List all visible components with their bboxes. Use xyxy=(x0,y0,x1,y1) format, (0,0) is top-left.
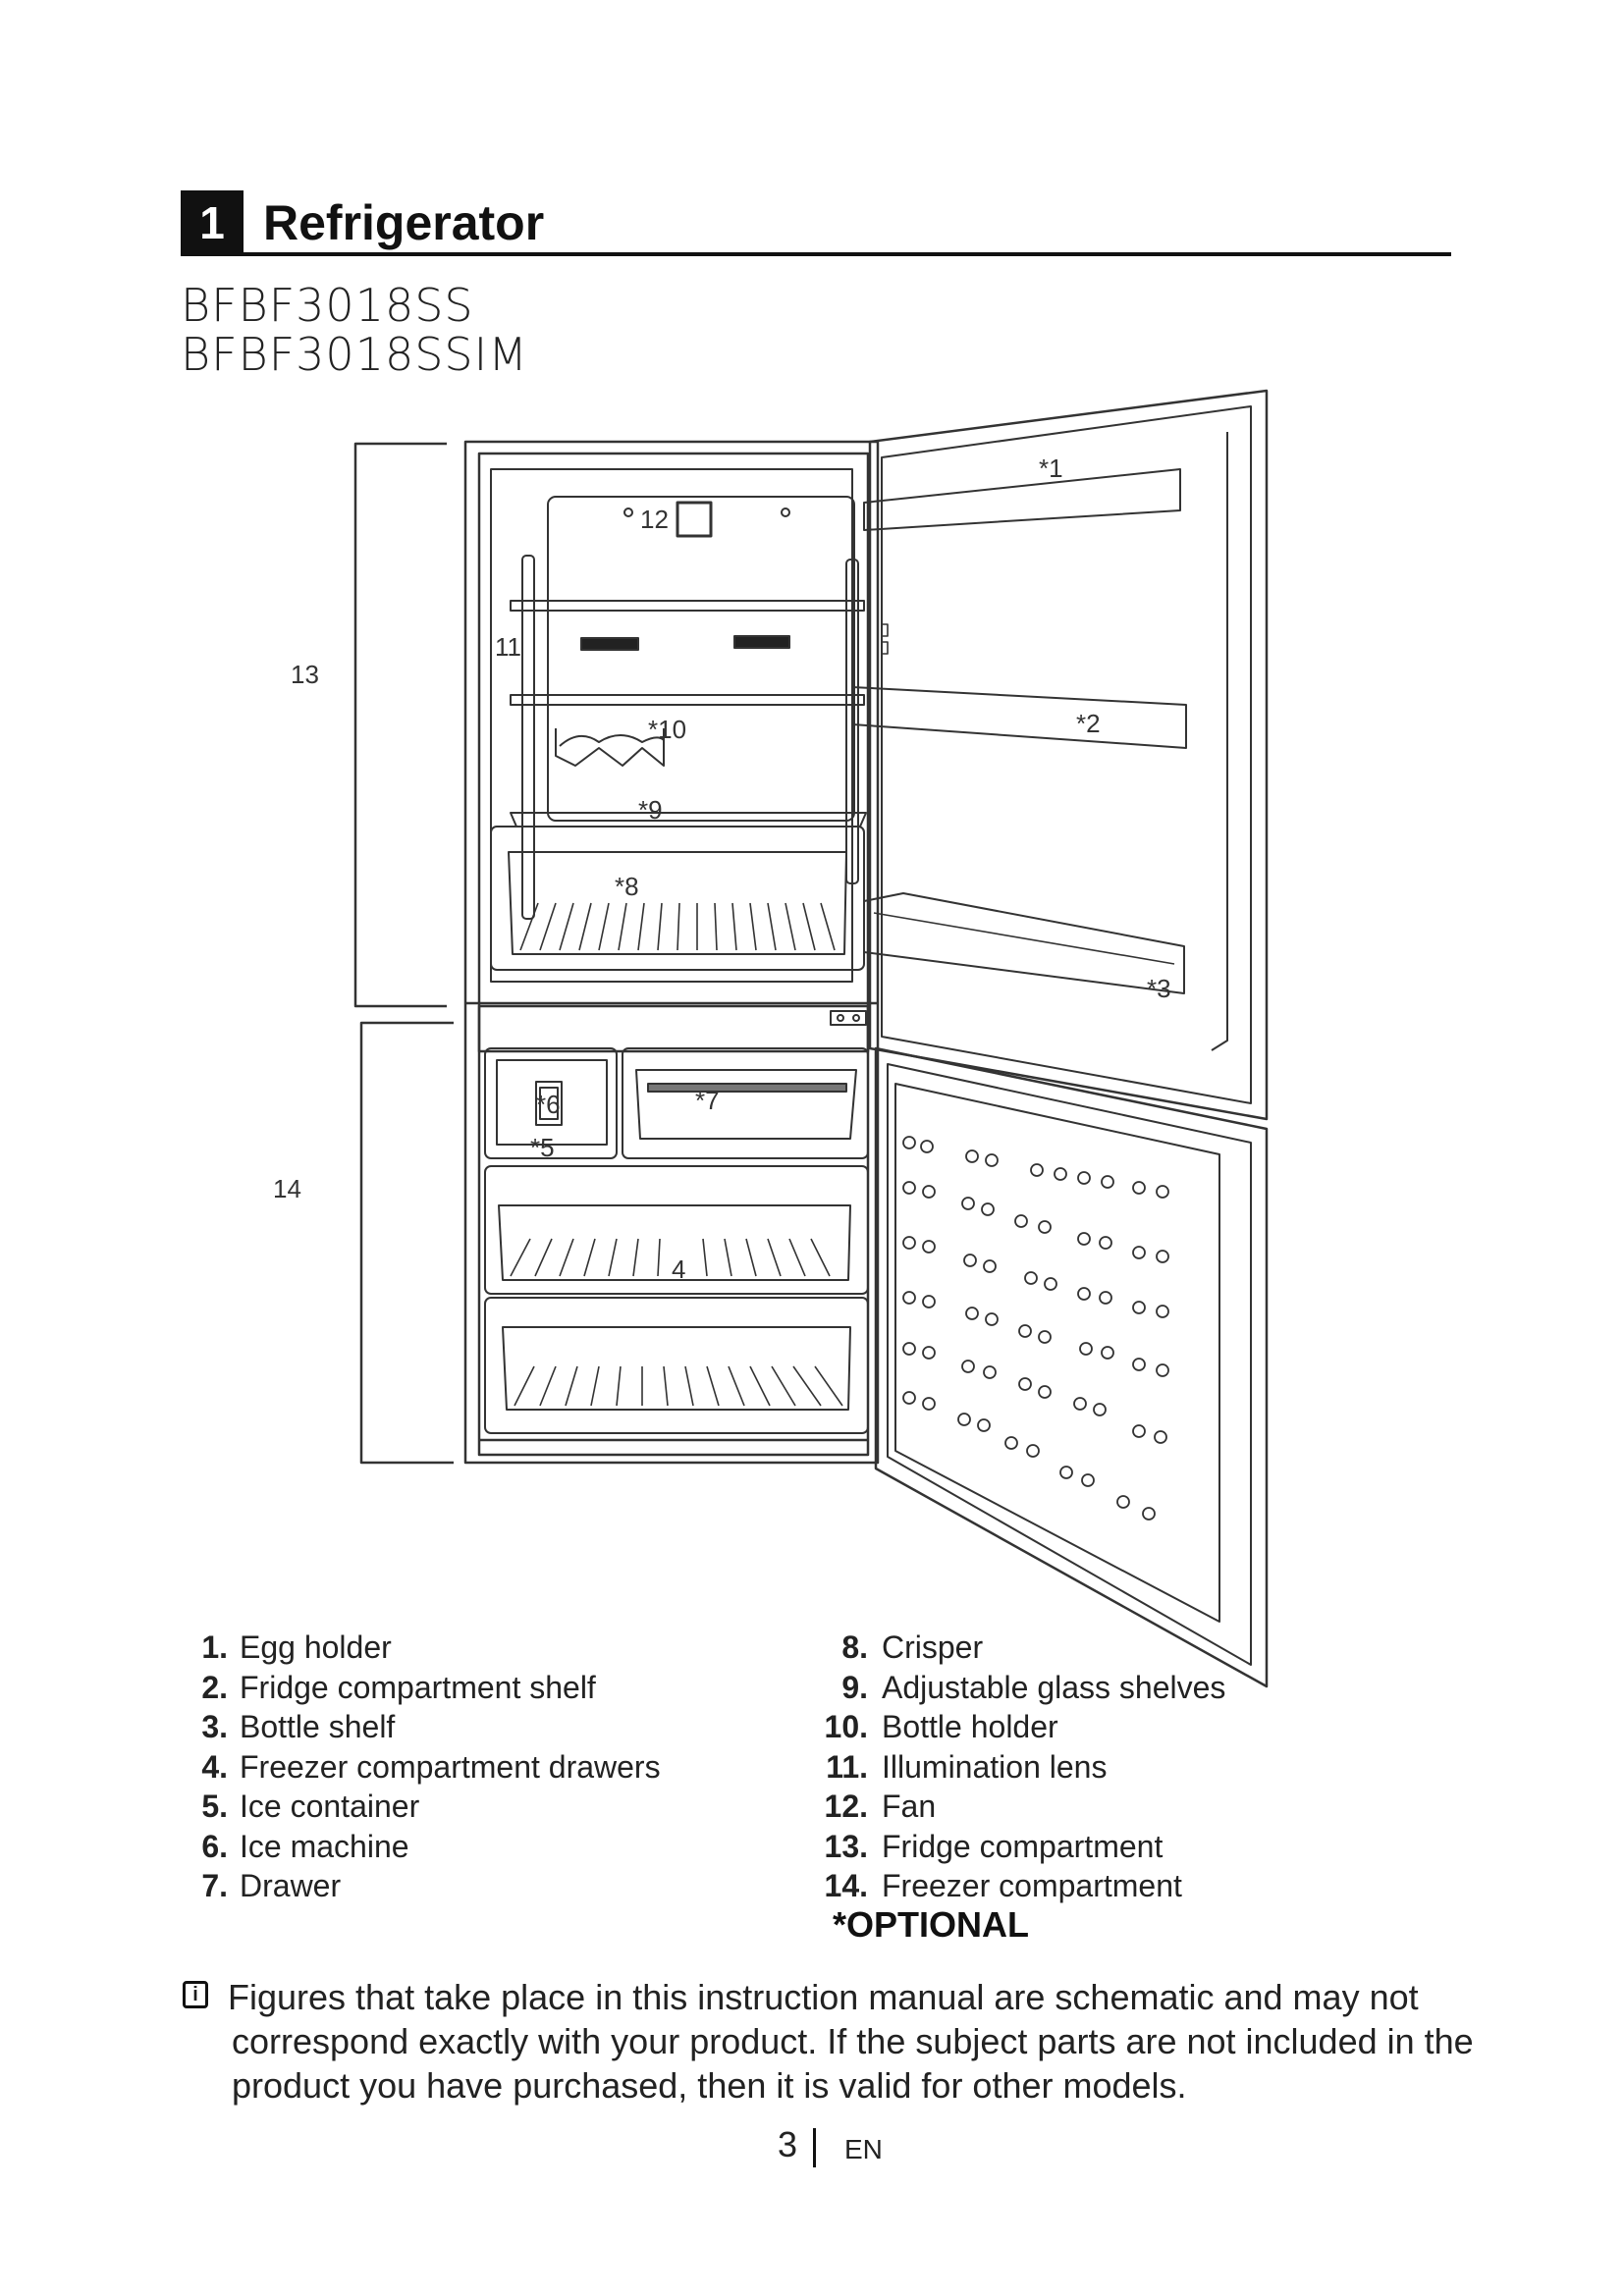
refrigerator-diagram: *1 *2 *3 4 *5 *6 *7 *8 *9 *10 11 12 13 1… xyxy=(273,389,1269,1688)
legend-item: 3. Bottle shelf xyxy=(183,1707,661,1747)
legend-number: 10. xyxy=(824,1709,868,1744)
callout-2: *2 xyxy=(1076,709,1101,738)
compartment-brackets xyxy=(353,442,454,1465)
legend-label: Bottle shelf xyxy=(240,1709,396,1744)
legend-item: 10. Bottle holder xyxy=(815,1707,1225,1747)
legend-number: 14. xyxy=(824,1868,868,1903)
fridge-interior xyxy=(490,468,867,983)
legend-label: Adjustable glass shelves xyxy=(882,1669,1226,1705)
callout-12: 12 xyxy=(640,505,669,534)
callout-13: 13 xyxy=(291,660,319,689)
crisper xyxy=(490,826,865,971)
legend-label: Freezer compartment xyxy=(882,1868,1182,1903)
schematic-note: Figures that take place in this instruct… xyxy=(228,1975,1514,2108)
drawer xyxy=(622,1047,869,1159)
legend-item: 2. Fridge compartment shelf xyxy=(183,1668,661,1708)
legend-number: 12. xyxy=(824,1789,868,1824)
legend-item: 8. Crisper xyxy=(815,1628,1225,1668)
ice-machine xyxy=(484,1047,618,1159)
legend-label: Crisper xyxy=(882,1629,984,1665)
callout-3: *3 xyxy=(1147,974,1171,1003)
freezer-door xyxy=(874,1046,1269,1688)
callout-7: *7 xyxy=(695,1086,720,1115)
callout-5: *5 xyxy=(530,1133,555,1162)
legend-item: 7. Drawer xyxy=(183,1866,661,1906)
legend-number: 6. xyxy=(201,1828,228,1864)
model-name-2: BFBF3018SSIM xyxy=(181,328,528,381)
legend-label: Fridge compartment xyxy=(882,1828,1164,1864)
legend-number: 11. xyxy=(826,1748,868,1785)
legend-number: 4. xyxy=(201,1748,228,1785)
legend-number: 13. xyxy=(824,1828,868,1864)
callout-8: *8 xyxy=(615,872,639,901)
legend-item: 13. Fridge compartment xyxy=(815,1827,1225,1867)
cabinet-body xyxy=(463,440,880,1465)
hinge xyxy=(830,1010,867,1026)
section-header: 1 Refrigerator xyxy=(181,190,1451,257)
legend-number: 7. xyxy=(201,1868,228,1903)
legend-label: Ice container xyxy=(240,1789,420,1824)
note-line-3: product you have purchased, then it is v… xyxy=(232,2065,1187,2106)
legend-item: 11. Illumination lens xyxy=(815,1747,1225,1788)
page-number: 3 xyxy=(778,2124,798,2164)
page-language: EN xyxy=(844,2134,883,2164)
legend-number: 9. xyxy=(841,1669,868,1705)
legend-item: 12. Fan xyxy=(815,1787,1225,1827)
legend-number: 3. xyxy=(201,1709,228,1744)
callout-4: 4 xyxy=(672,1255,685,1284)
legend-number: 2. xyxy=(201,1669,228,1705)
page-separator xyxy=(813,2128,816,2167)
legend-label: Egg holder xyxy=(240,1629,392,1665)
legend-label: Freezer compartment drawers xyxy=(240,1748,661,1785)
legend-item: 1. Egg holder xyxy=(183,1628,661,1668)
legend-item: 4. Freezer compartment drawers xyxy=(183,1747,661,1788)
callout-9: *9 xyxy=(638,795,663,825)
legend-right: 8. Crisper 9. Adjustable glass shelves 10.… xyxy=(815,1628,1226,1906)
legend-label: Bottle holder xyxy=(882,1709,1058,1744)
legend-label: Drawer xyxy=(240,1868,342,1903)
model-name-1: BFBF3018SS xyxy=(181,279,474,332)
section-title: Refrigerator xyxy=(263,195,545,250)
legend-label: Ice machine xyxy=(240,1828,409,1864)
section-number: 1 xyxy=(181,190,244,255)
optional-note: *OPTIONAL xyxy=(833,1904,1030,1945)
note-line-2: correspond exactly with your product. If… xyxy=(232,2021,1474,2061)
legend-item: 14. Freezer compartment xyxy=(815,1866,1225,1906)
legend-item: 6. Ice machine xyxy=(183,1827,661,1867)
legend-number: 8. xyxy=(841,1629,868,1665)
legend-label: Fridge compartment shelf xyxy=(240,1669,596,1705)
callout-11: 11 xyxy=(495,632,521,662)
info-icon: i xyxy=(183,1981,208,2008)
legend-number: 1. xyxy=(201,1629,228,1665)
legend-label: Illumination lens xyxy=(882,1748,1108,1785)
callout-6: *6 xyxy=(536,1090,561,1119)
callout-1: *1 xyxy=(1039,454,1063,483)
section-rule xyxy=(181,252,1451,256)
fridge-door xyxy=(851,389,1269,1121)
callout-14: 14 xyxy=(273,1174,301,1203)
legend-item: 9. Adjustable glass shelves xyxy=(815,1668,1225,1708)
legend-number: 5. xyxy=(201,1789,228,1824)
legend-left: 1.Egg holder 2.Fridge compartment shelf … xyxy=(183,1628,661,1906)
legend-item: 5. Ice container xyxy=(183,1787,661,1827)
note-line-1: Figures that take place in this instruct… xyxy=(228,1977,1419,2017)
freezer-drawers xyxy=(484,1165,869,1434)
legend-label: Fan xyxy=(882,1789,937,1824)
callout-10: *10 xyxy=(648,715,686,744)
